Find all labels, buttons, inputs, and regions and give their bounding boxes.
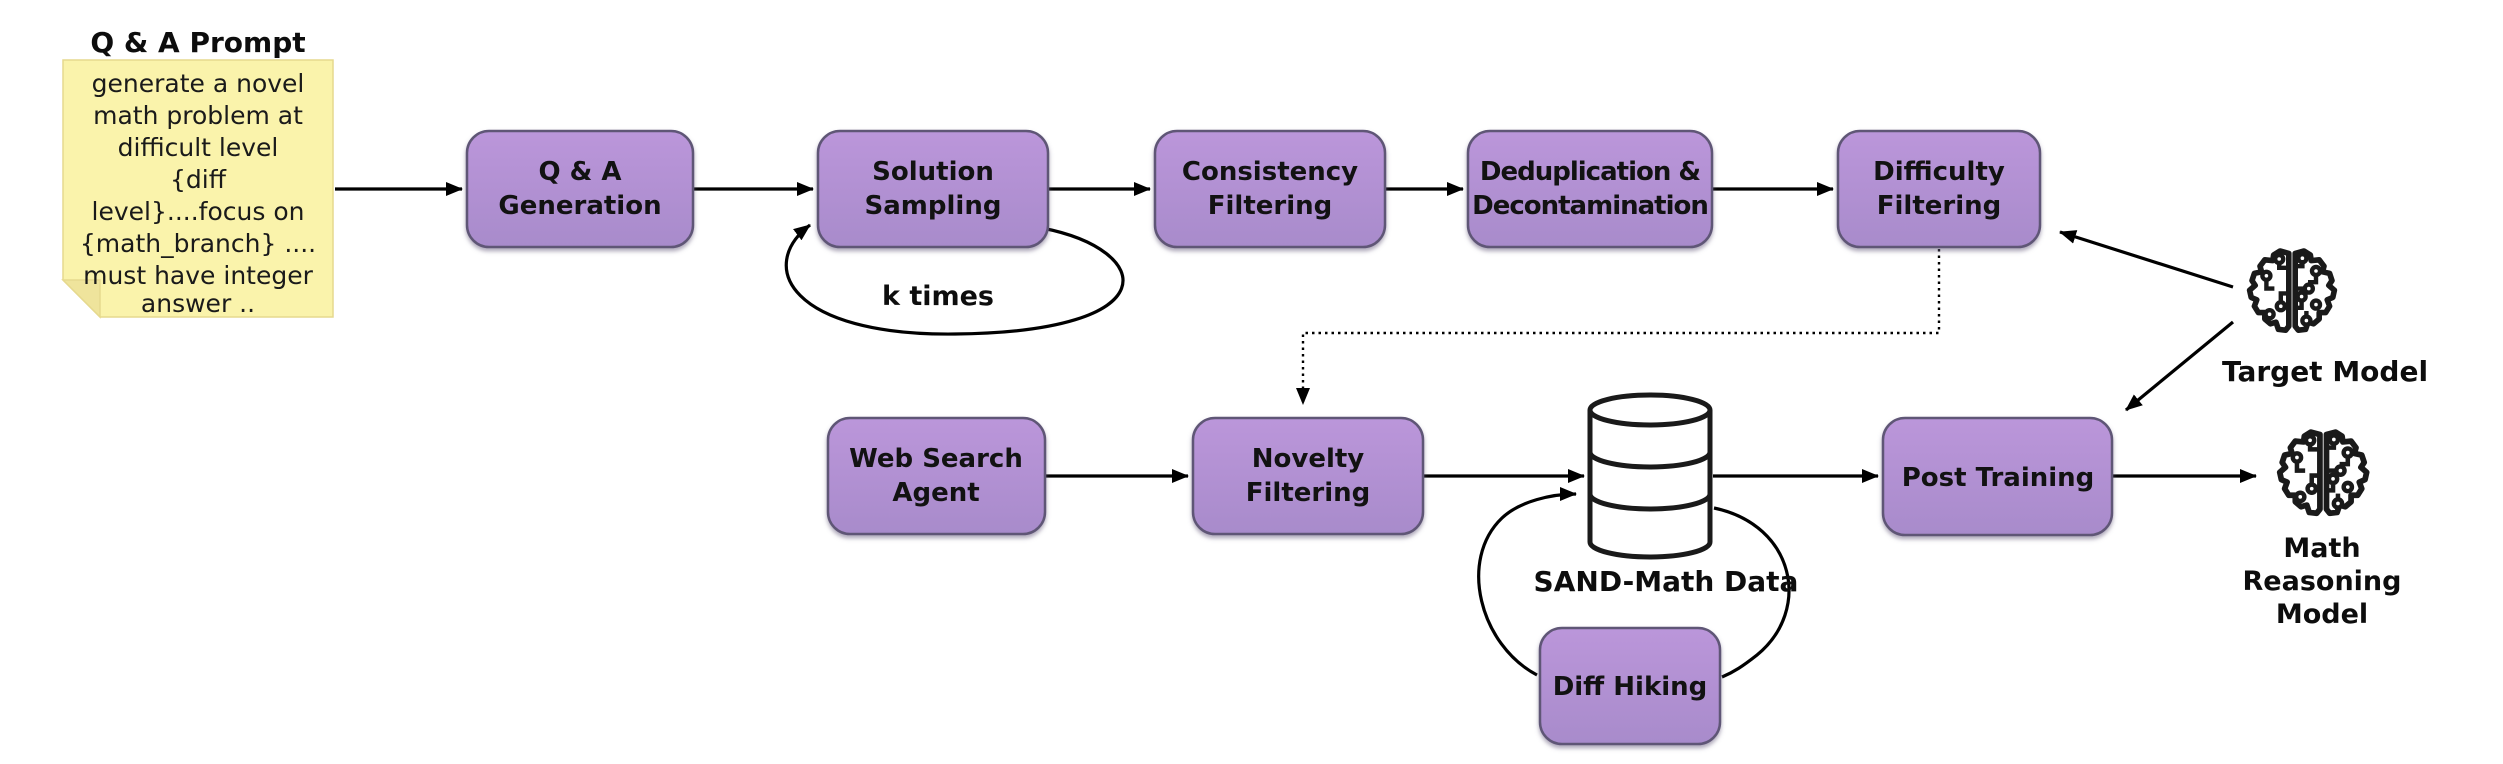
node-diff-hiking-box bbox=[1538, 626, 1722, 746]
edge-difficulty-to-novelty-dotted bbox=[1296, 249, 1941, 405]
math-reasoning-model-label: Reasoning bbox=[2243, 566, 2402, 597]
node-diff-hiking: Diff Hiking bbox=[1538, 626, 1722, 746]
node-label: Post Training bbox=[1902, 463, 2095, 493]
note-title: Q & A Prompt bbox=[90, 26, 305, 59]
node-label: Consistency bbox=[1182, 157, 1358, 187]
sand-math-database: SAND-Math Data bbox=[1534, 392, 1799, 598]
edge-solution-sampling-self-loop bbox=[784, 223, 1125, 336]
node-solution-sampling-box bbox=[816, 129, 1050, 249]
node-label: Q & A bbox=[538, 157, 621, 187]
database-icon bbox=[1587, 410, 1713, 560]
node-label: Difficulty bbox=[1873, 157, 2005, 187]
node-post-training: Post Training bbox=[1881, 416, 2114, 537]
edge-target-model-to-post-training bbox=[2124, 320, 2235, 412]
node-solution-sampling: Solution Sampling bbox=[816, 129, 1050, 249]
node-label: Filtering bbox=[1208, 191, 1333, 221]
edge-database-to-diff-hiking bbox=[1713, 506, 1791, 679]
node-label: Novelty bbox=[1252, 444, 1365, 474]
node-label: Generation bbox=[498, 191, 661, 221]
note-line: must have integer bbox=[83, 261, 313, 290]
node-label: Diff Hiking bbox=[1553, 672, 1708, 702]
note-line: {math_branch} .... bbox=[80, 229, 316, 258]
database-icon-divider bbox=[1587, 451, 1713, 470]
k-times-label: k times bbox=[882, 281, 994, 312]
node-label: Solution bbox=[872, 157, 994, 187]
note-line: generate a novel bbox=[92, 69, 305, 98]
note-line: difficult level bbox=[118, 133, 279, 162]
node-dedup-box bbox=[1466, 129, 1714, 249]
note-line: {diff bbox=[170, 165, 227, 194]
math-reasoning-model-label: Math bbox=[2283, 533, 2360, 564]
math-reasoning-model: Math Reasoning Model bbox=[2243, 432, 2402, 630]
node-consistency-filtering-box bbox=[1153, 129, 1387, 249]
node-label: Filtering bbox=[1877, 191, 2002, 221]
node-label: Deduplication & bbox=[1480, 157, 1700, 187]
note-line: answer .. bbox=[141, 289, 255, 318]
node-post-training-box bbox=[1881, 416, 2114, 537]
node-label: Filtering bbox=[1246, 478, 1371, 508]
node-qa-generation-box bbox=[465, 129, 695, 249]
math-reasoning-model-label: Model bbox=[2276, 599, 2368, 630]
qa-prompt-note: Q & A Prompt generate a novel math probl… bbox=[61, 26, 334, 319]
sand-math-data-label: SAND-Math Data bbox=[1534, 565, 1799, 598]
edge-target-model-to-difficulty bbox=[2059, 230, 2234, 289]
node-consistency-filtering: Consistency Filtering bbox=[1153, 129, 1387, 249]
node-difficulty-filtering-box bbox=[1836, 129, 2042, 249]
node-web-search-agent: Web Search Agent bbox=[826, 416, 1047, 536]
node-label: Decontamination bbox=[1472, 191, 1708, 221]
node-novelty-filtering-box bbox=[1191, 416, 1425, 536]
node-difficulty-filtering: Difficulty Filtering bbox=[1836, 129, 2042, 249]
node-label: Web Search bbox=[849, 444, 1023, 474]
edge-diff-hiking-to-database bbox=[1477, 487, 1577, 677]
note-line: math problem at bbox=[93, 101, 303, 130]
target-model-label: Target Model bbox=[2222, 355, 2428, 388]
note-line: level}....focus on bbox=[92, 197, 305, 226]
node-qa-generation: Q & A Generation bbox=[465, 129, 695, 249]
node-label: Agent bbox=[892, 478, 979, 508]
sticky-note-shape bbox=[62, 59, 334, 318]
database-icon-divider bbox=[1587, 493, 1713, 512]
target-model: Target Model bbox=[2222, 251, 2428, 388]
node-label: Sampling bbox=[865, 191, 1002, 221]
sticky-note-fold bbox=[61, 279, 101, 319]
database-icon-top bbox=[1587, 392, 1713, 428]
node-web-search-agent-box bbox=[826, 416, 1047, 536]
node-deduplication-decontamination: Deduplication & Decontamination bbox=[1466, 129, 1714, 249]
node-novelty-filtering: Novelty Filtering bbox=[1191, 416, 1425, 536]
